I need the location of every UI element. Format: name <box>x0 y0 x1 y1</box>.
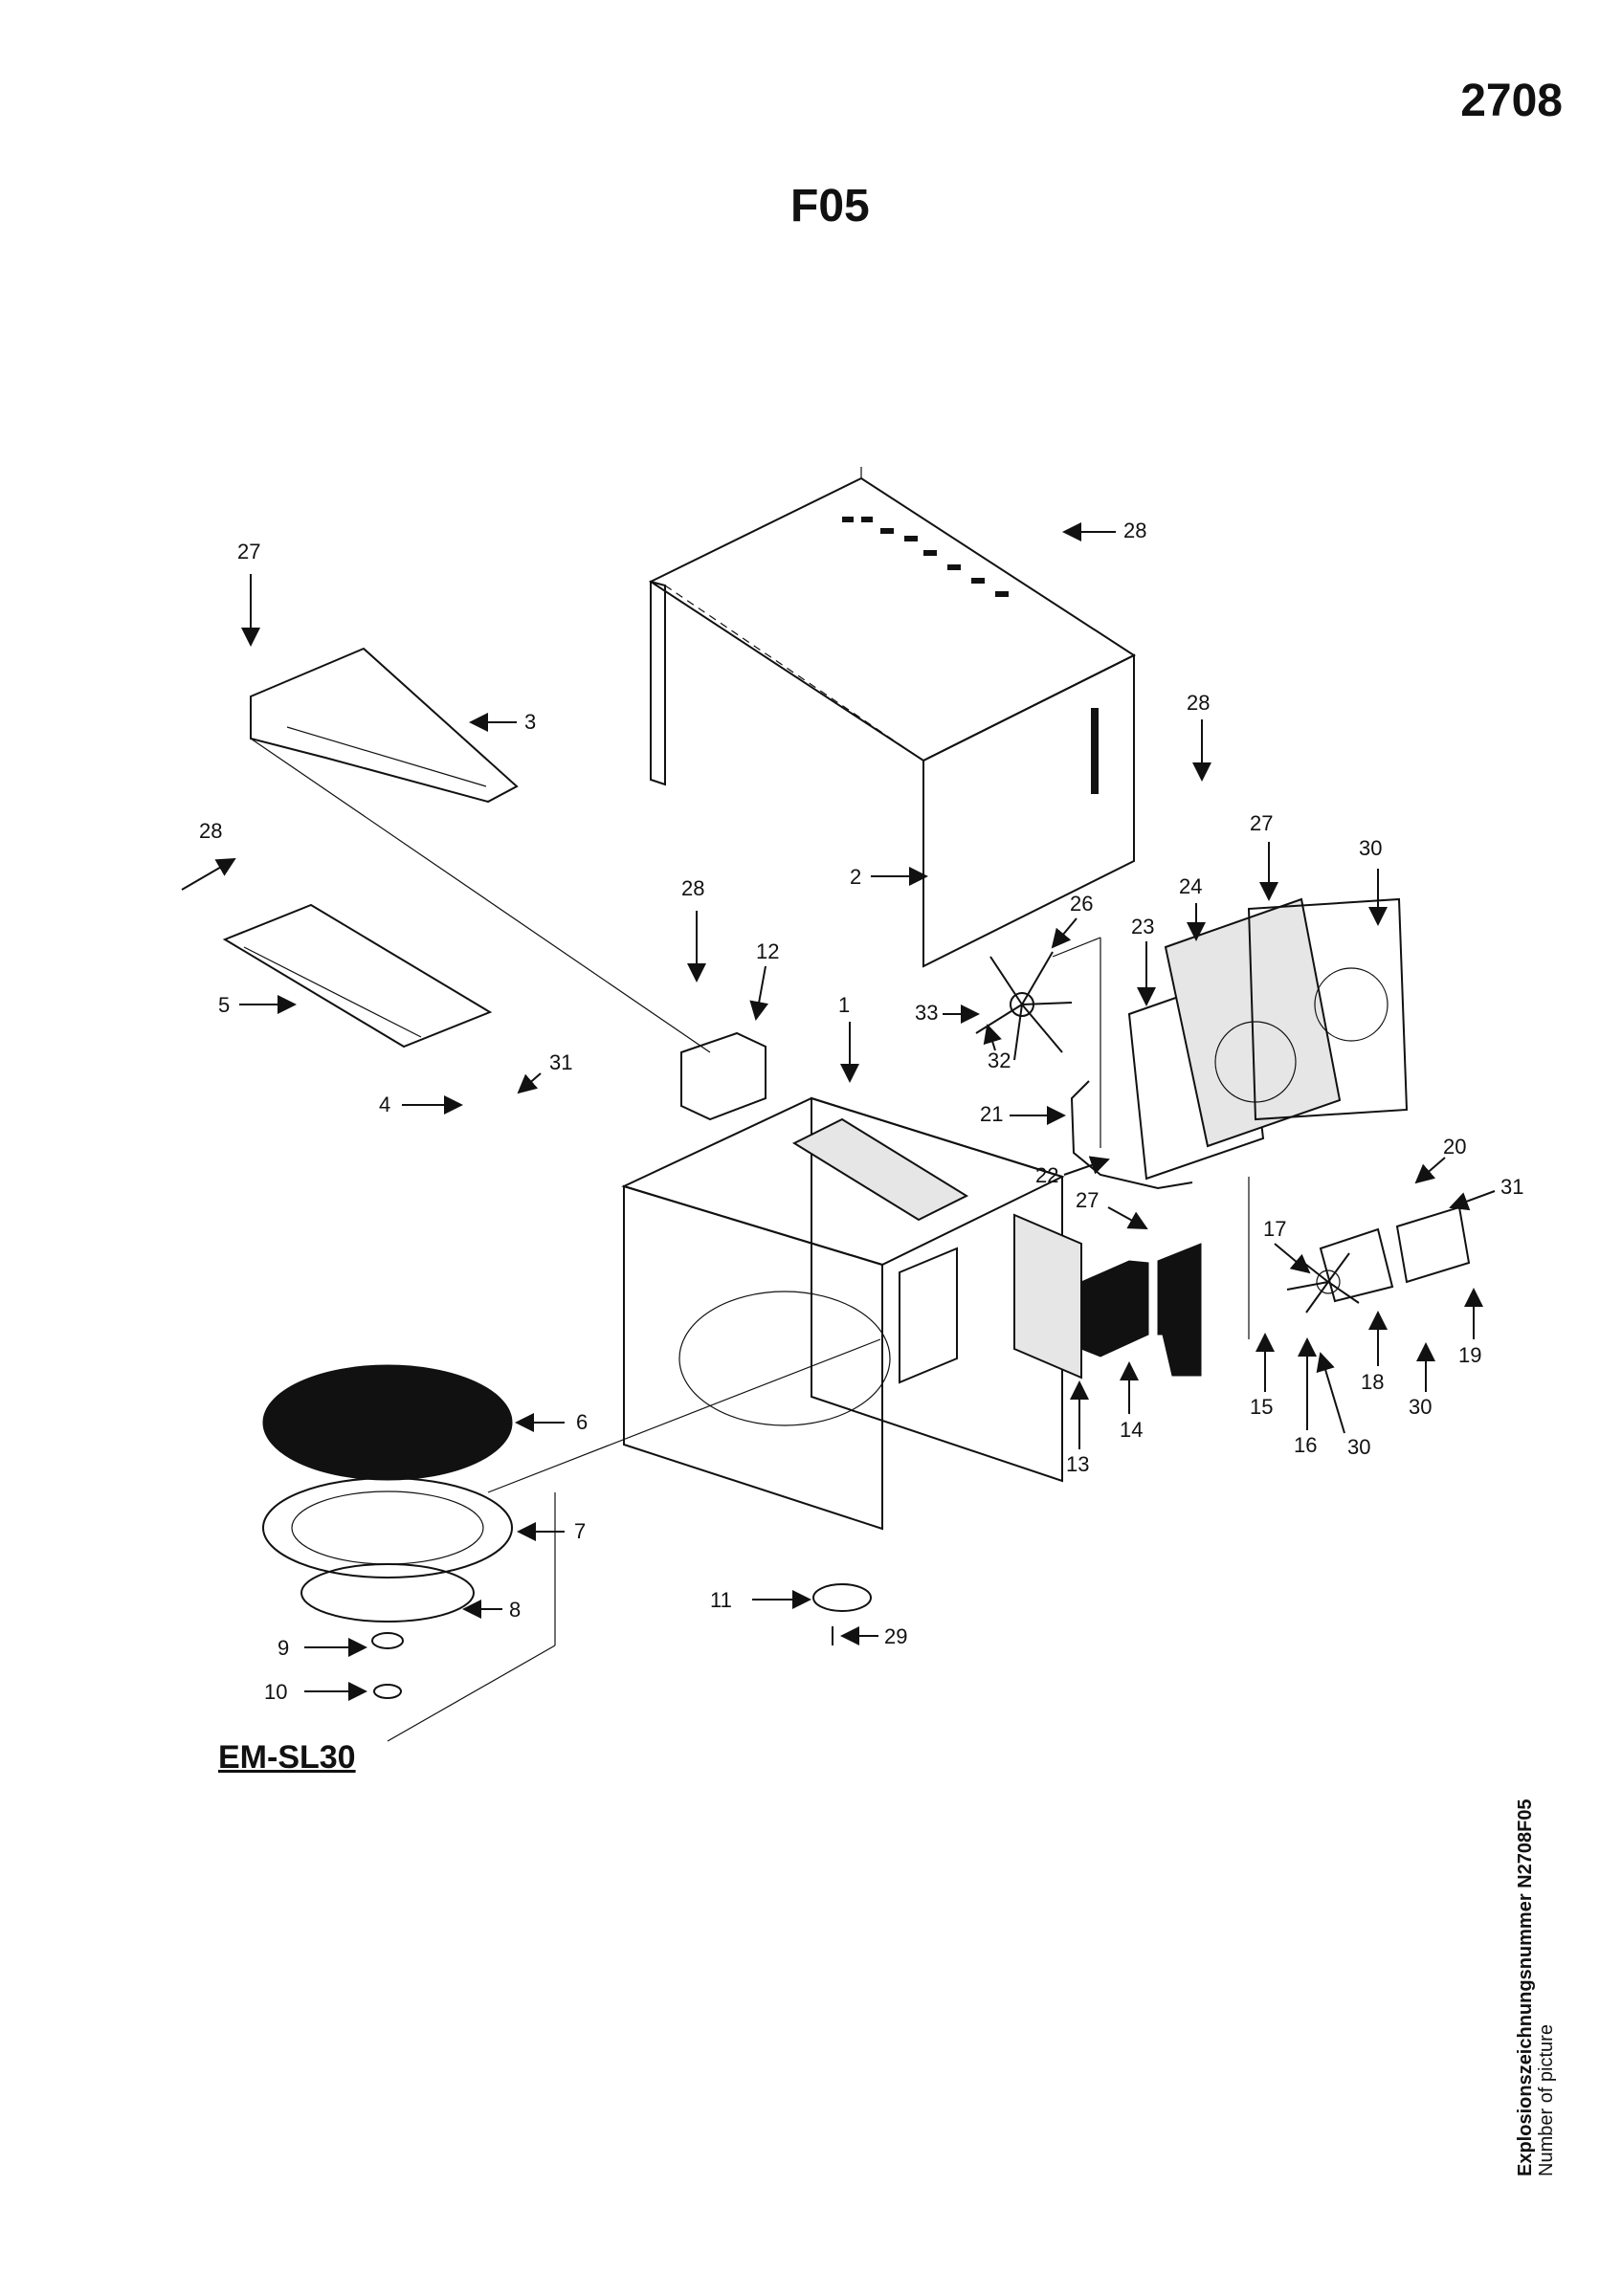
callout-26: 26 <box>1070 892 1093 916</box>
callout-28: 28 <box>1123 519 1146 542</box>
model-label: EM-SL30 <box>218 1739 356 1776</box>
top-cover <box>250 647 519 804</box>
callout-9: 9 <box>278 1636 289 1660</box>
callout-16: 16 <box>1294 1433 1317 1457</box>
callout-27: 27 <box>237 540 260 563</box>
outer-cabinet <box>648 467 1137 968</box>
callout-8: 8 <box>509 1598 521 1622</box>
convection-fan <box>975 951 1073 1061</box>
callout-33: 33 <box>915 1001 938 1025</box>
callout-32: 32 <box>988 1049 1011 1072</box>
heater-element <box>1070 1080 1193 1190</box>
insulation-sheet <box>1080 1243 1202 1377</box>
callout-27: 27 <box>1250 811 1273 835</box>
callout-31: 31 <box>1500 1175 1523 1199</box>
callout-20: 20 <box>1443 1135 1466 1159</box>
callout-2: 2 <box>850 865 861 889</box>
callout-14: 14 <box>1120 1418 1143 1442</box>
callout-13: 13 <box>1066 1452 1089 1476</box>
callout-30: 30 <box>1347 1435 1370 1459</box>
leader-lines <box>250 738 1250 1742</box>
callout-4: 4 <box>379 1093 390 1116</box>
oven-cavity <box>621 1096 1065 1531</box>
heater-plates <box>1127 897 1409 1181</box>
callout-15: 15 <box>1250 1395 1273 1419</box>
mounting-rail <box>222 903 493 1049</box>
callout-21: 21 <box>980 1102 1003 1126</box>
callout-29: 29 <box>884 1624 907 1648</box>
callout-5: 5 <box>218 993 230 1017</box>
callout-28: 28 <box>681 876 704 900</box>
turntable-assembly <box>262 1364 513 1699</box>
callout-12: 12 <box>756 939 779 963</box>
page-number: 2708 <box>1460 76 1563 126</box>
callout-31: 31 <box>549 1050 572 1074</box>
fan-motor-assembly <box>1286 1205 1471 1314</box>
callout-labels: 27 3 28 28 28 28 2 5 4 31 12 1 26 33 32 … <box>181 519 1523 1704</box>
callout-28: 28 <box>1187 691 1210 715</box>
callout-3: 3 <box>524 710 536 734</box>
callout-23: 23 <box>1131 915 1154 938</box>
callout-27: 27 <box>1076 1188 1099 1212</box>
callout-7: 7 <box>574 1519 586 1543</box>
callout-6: 6 <box>576 1410 588 1434</box>
callout-11: 11 <box>710 1588 732 1612</box>
turntable-motor <box>812 1583 872 1645</box>
callout-18: 18 <box>1361 1370 1384 1394</box>
callout-22: 22 <box>1035 1163 1058 1187</box>
sheet-code: F05 <box>790 181 870 232</box>
callout-1: 1 <box>838 993 850 1017</box>
callout-30: 30 <box>1409 1395 1432 1419</box>
callout-28: 28 <box>199 819 222 843</box>
callout-30: 30 <box>1359 836 1382 860</box>
callout-24: 24 <box>1179 874 1202 898</box>
control-box <box>680 1031 767 1121</box>
callout-10: 10 <box>264 1680 287 1704</box>
callout-19: 19 <box>1458 1343 1481 1367</box>
callout-17: 17 <box>1263 1217 1286 1241</box>
side-panel <box>1013 1213 1082 1380</box>
